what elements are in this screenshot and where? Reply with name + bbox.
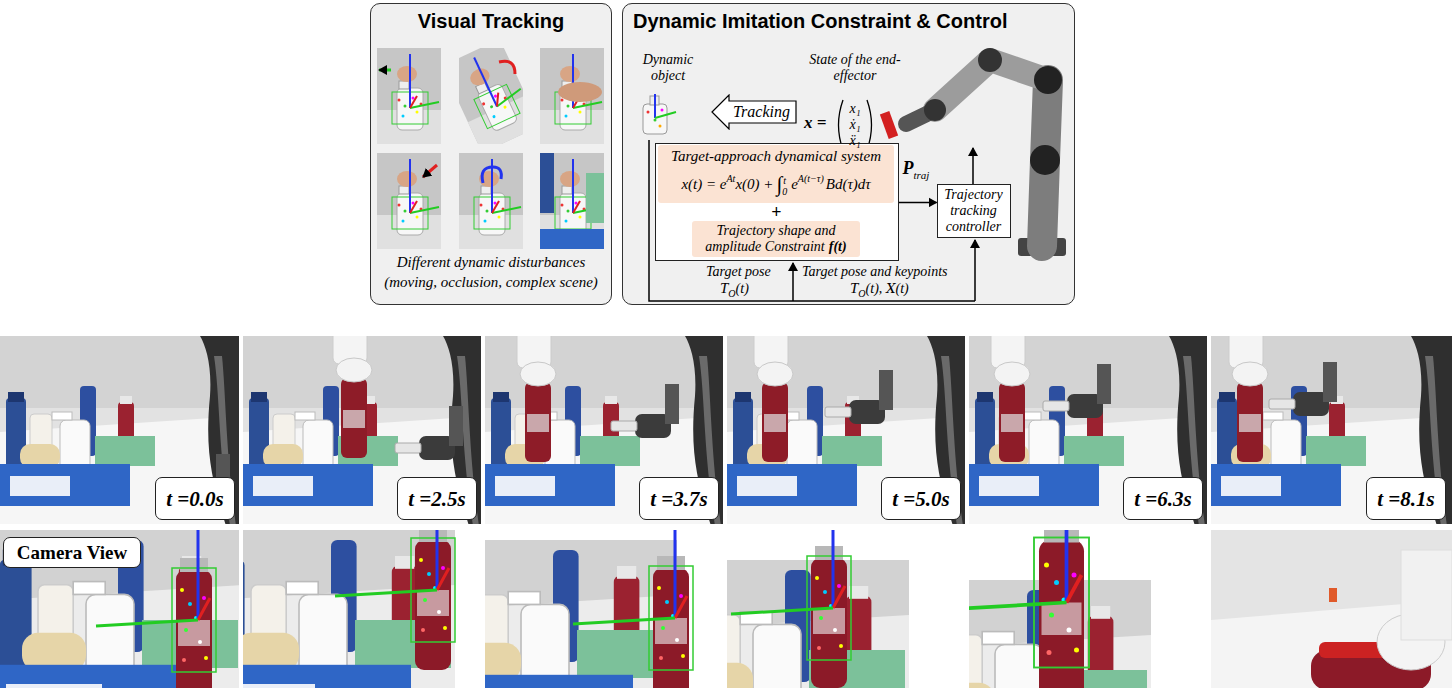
annotation: T [720,280,728,296]
equation: x(t) = eAtx(0) +∫t0eA(t−τ)Bd(τ)dτ [658,165,894,198]
equation-part: e [791,176,798,192]
time-tag-text: t =5.0s [892,487,949,511]
equation-part: 0 [782,186,787,197]
constraint-label: Trajectory shape and amplitude Constrain… [705,223,835,254]
equation-part: ∫ [776,172,782,196]
feedback-wire [649,140,975,301]
planner-box: +Target-approach dynamical systemx(t) = … [655,143,899,261]
tracking-photo [377,48,441,144]
camera-frame [657,498,909,688]
panel-ground [370,3,612,305]
annotation: (t), [866,281,883,296]
camera-frame [0,510,242,688]
time-tag: t =6.3s [1123,477,1203,520]
annotation: Target pose [706,264,771,279]
equation-part: At [726,173,735,184]
feedback-arrow [792,263,794,301]
view-tag: Camera View [3,537,141,568]
label-group: x₁ẋ₁ẍ₁ [843,101,867,149]
time-tag: t =5.0s [881,477,961,520]
photo-frame [485,312,727,526]
label-group: State of the end-effector [806,52,904,84]
panel-title: Visual Tracking [371,9,611,33]
label-group: x = [804,115,826,132]
equation-part: x(t) = e [681,176,726,192]
time-tag-text: t =8.1s [1377,487,1434,511]
panel: Dynamic Imitation Constraint & ControlTr… [622,3,1075,305]
time-tag: t =3.7s [639,477,719,520]
annotation: O [728,288,735,299]
panel-title: Dynamic Imitation Constraint & Control [623,9,1074,33]
constraint-box: Trajectory shape and amplitude Constrain… [692,221,860,257]
command-arrow [972,148,974,184]
time-tag-text: t =6.3s [1134,487,1191,511]
constraint-text: Trajectory shape and amplitude Constrain… [692,223,860,255]
camera-frame [425,508,693,688]
photo-frame [0,336,242,526]
annotation: O [858,288,865,299]
controller-box-text: Trajectory tracking controller [940,187,1008,235]
time-tag: t =2.5s [397,477,477,520]
tracking-arrow: Tracking [711,94,797,130]
dynamical-system-box: Target-approach dynamical systemx(t) = e… [658,145,894,203]
photo-frame [727,312,969,526]
constraint-symbol: f(t) [829,239,847,254]
connector [899,202,937,204]
system-title: Target-approach dynamical system [658,147,894,165]
annotation: Target pose and keypoints [802,264,948,279]
time-tag: t =0.0s [155,477,235,520]
annotation: x₁ [843,101,867,117]
annotation: T [850,280,858,296]
signal-name: P [903,158,914,178]
photo-frame [1211,312,1452,526]
time-tag: t =8.1s [1366,477,1446,520]
equation-part: x(0) + [735,176,773,192]
annotation: X [886,281,895,296]
tracking-photo [540,48,604,144]
edge-label: Ptraj [903,158,930,185]
time-tag-text: t =0.0s [166,487,223,511]
label-group: Target pose [706,264,771,280]
dynamic-object-icon [643,94,676,134]
view-tag-text: Camera View [17,542,127,564]
time-tag-text: t =3.7s [650,487,707,511]
annotation: State of the end-effector [809,52,900,83]
annotation: Dynamic object [643,52,694,83]
photo-frame [969,312,1211,526]
time-tag-text: t =2.5s [408,487,465,511]
label-group: Dynamic object [631,52,705,84]
panel: Visual TrackingDifferent dynamic disturb… [370,3,612,305]
tracking-photo [459,153,523,249]
panel-caption: Different dynamic disturbances (moving, … [379,252,603,292]
photo-frame [243,308,485,526]
equation-part: Bd(τ)dτ [826,176,871,192]
tracking-photo [442,39,541,153]
feedback-arrow [974,240,976,301]
label-group: TO(t),X(t) [850,280,909,302]
annotation: ẍ₁ [843,133,867,149]
integral-limits: t0 [782,175,787,197]
equation-part: A(t−τ) [798,173,824,184]
camera-frame [1211,530,1452,688]
annotation: (t) [896,281,909,296]
annotation: (t) [736,281,749,296]
robot-arm [880,48,1066,256]
label-group: Target pose and keypoints [802,264,948,280]
equation-part: t [782,175,787,186]
panel-ground [622,3,1075,305]
annotation: x = [804,113,826,132]
arrow-label: Tracking [733,103,790,121]
controller-box: Trajectory tracking controller [937,184,1011,238]
tracking-photo [540,153,604,249]
signal-subscript: traj [914,169,930,181]
label-group: TO(t) [720,280,749,302]
annotation: ẋ₁ [843,117,867,133]
plus-sign: + [656,203,898,221]
tracking-photo [377,153,441,249]
